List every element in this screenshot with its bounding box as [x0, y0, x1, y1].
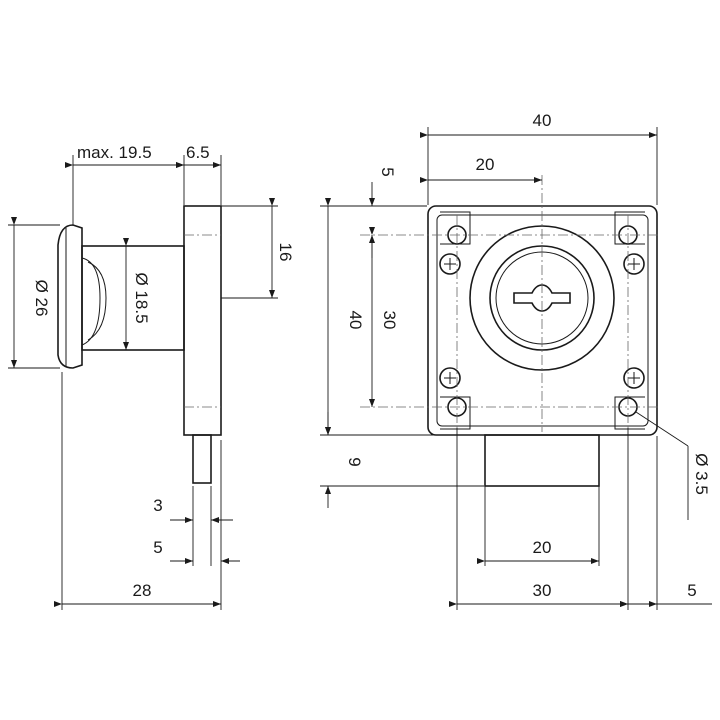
label-16: 16	[276, 243, 295, 262]
label-6-5: 6.5	[186, 143, 210, 162]
label-30-left: 30	[380, 311, 399, 330]
label-phi-3-5: Ø 3.5	[692, 453, 711, 495]
front-bolt-housing	[484, 434, 600, 487]
dimension-labels: max. 19.5 6.5 40 20 5 16 Ø 26 Ø 18.5 40 …	[32, 111, 711, 600]
leader-phi-3-5	[635, 411, 689, 447]
side-bolt	[192, 434, 212, 484]
screw-bl	[439, 367, 461, 389]
label-phi-26: Ø 26	[32, 280, 51, 317]
front-body-inner	[436, 214, 649, 427]
label-9: 9	[345, 457, 364, 466]
hole-tl	[447, 225, 467, 245]
screw-br	[623, 367, 645, 389]
label-phi-18-5: Ø 18.5	[132, 272, 151, 323]
front-dimensions	[320, 127, 712, 610]
label-40-top: 40	[533, 111, 552, 130]
label-40-left: 40	[346, 311, 365, 330]
label-3: 3	[153, 496, 162, 515]
screw-tr	[623, 253, 645, 275]
hole-recess-br	[614, 396, 645, 430]
label-5-right: 5	[687, 581, 696, 600]
front-keyway	[513, 284, 571, 312]
label-20-top: 20	[476, 155, 495, 174]
label-max-19-5: max. 19.5	[77, 143, 152, 162]
label-5-small: 5	[153, 538, 162, 557]
side-key-slot-inner	[87, 261, 107, 341]
screws	[439, 253, 645, 389]
label-30-bottom: 30	[533, 581, 552, 600]
mounting-holes	[440, 211, 645, 430]
label-5-top: 5	[378, 167, 397, 176]
side-flange	[57, 224, 83, 369]
side-body-plate	[183, 205, 222, 436]
hole-recess-bl	[440, 396, 471, 430]
side-dimensions	[8, 155, 278, 610]
label-28: 28	[133, 581, 152, 600]
screw-tl	[439, 253, 461, 275]
side-view	[57, 205, 222, 484]
front-view	[360, 175, 660, 487]
label-20-bottom: 20	[533, 538, 552, 557]
